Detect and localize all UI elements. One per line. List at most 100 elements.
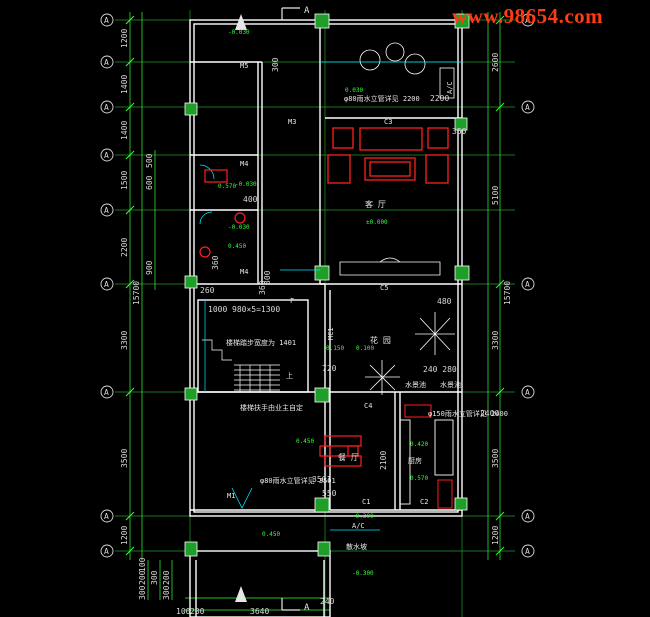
dim-1400b: 1400: [120, 121, 129, 140]
axis-right-2-letter: A: [525, 280, 530, 289]
dim-2100: 2100: [379, 451, 388, 470]
level-8: 0.450: [228, 243, 246, 250]
note-under-stair: 楼梯扶手由业主自定: [240, 403, 303, 412]
axis-left-1-letter: A: [104, 58, 109, 67]
level-10: 0.420: [410, 441, 428, 448]
label-C4: C4: [364, 402, 372, 410]
dim-1200: 1200: [120, 29, 129, 48]
dim-3501: 3501: [312, 475, 331, 484]
label-ac-2: A/C: [352, 522, 365, 530]
dim-small-300: 300: [138, 585, 147, 600]
level-13: 0.450: [262, 531, 280, 538]
section-label-bottom: A: [304, 603, 310, 613]
garden-plants: [365, 312, 455, 395]
dim-small-300b: 300: [150, 570, 159, 585]
dim-360b: 360: [258, 280, 267, 295]
label-M5: M5: [240, 62, 248, 70]
label-scupper: 散水坡: [346, 542, 367, 551]
toilet: [199, 169, 246, 258]
axis-left-6-letter: A: [104, 388, 109, 397]
axis-left-0-letter: A: [104, 16, 109, 25]
level-1: -0.030: [228, 29, 250, 36]
axis-right-0-circle: [521, 13, 535, 27]
axis-left-0-circle: [100, 13, 114, 27]
axis-right-5-circle: [521, 544, 535, 558]
dim-small-100: 100: [138, 557, 147, 572]
axis-left-3-circle: [100, 148, 114, 162]
door-swings: [199, 164, 253, 509]
dim-240-280: 240 280: [423, 365, 457, 374]
dim-b-3640: 3640: [250, 607, 269, 616]
label-C1: C1: [362, 498, 370, 506]
dim-1400a: 1400: [120, 75, 129, 94]
dim-3500: 3500: [120, 449, 129, 468]
section-markers: [235, 14, 247, 602]
label-C3: C3: [384, 118, 392, 126]
dimension-lines: [129, 12, 501, 611]
axis-left-6-circle: [100, 385, 114, 399]
axis-right-1-circle: [521, 100, 535, 114]
level-12: -0.300: [352, 570, 374, 577]
axis-left-5-letter: A: [104, 280, 109, 289]
dim-r-1200: 1200: [491, 526, 500, 545]
armchairs: [339, 42, 455, 276]
dim-1200b: 1200: [120, 526, 129, 545]
note-stair: 楼梯踏步宽度为 1401: [226, 338, 296, 347]
dim-small-200: 200: [138, 570, 147, 585]
label-up: 上: [286, 371, 293, 380]
section-cut-lines: [281, 7, 300, 611]
dim-r-15700: 15700: [503, 281, 512, 305]
columns: [184, 13, 470, 557]
axis-right-3-circle: [521, 385, 535, 399]
room-garden: 花 园: [370, 335, 391, 345]
dim-500: 500: [145, 153, 154, 168]
level-5: 0.150: [326, 345, 344, 352]
axis-left-2-circle: [100, 100, 114, 114]
dim-400: 400: [243, 195, 258, 204]
label-MC1: MC1: [327, 327, 335, 340]
level-15: -0.300: [352, 513, 374, 520]
cyan-guides: [204, 61, 462, 531]
label-C2: C2: [420, 498, 428, 506]
dim-300b: 300: [263, 270, 272, 285]
level-3: ±0.000: [366, 219, 388, 226]
label-M4a: M4: [240, 160, 248, 168]
level-6: 0.100: [356, 345, 374, 352]
dim-720: 720: [322, 364, 337, 373]
dim-480: 480: [437, 297, 452, 306]
note-drain-1: φ80雨水立管详见 2200: [344, 94, 420, 103]
axis-right-4-circle: [521, 509, 535, 523]
axis-right-4-letter: A: [525, 512, 530, 521]
level-9: 0.570: [218, 183, 236, 190]
dim-r-3300: 3300: [491, 331, 500, 350]
level-2: 0.030: [345, 87, 363, 94]
dim-15700-left: 15700: [132, 281, 141, 305]
label-M3: M3: [288, 118, 296, 126]
kitchen-fixtures: [404, 404, 453, 509]
dim-1000: 1000: [208, 305, 227, 314]
axis-right-0-letter: A: [525, 16, 530, 25]
room-kitchen: 厨房: [408, 456, 422, 465]
dim-b-240: 240: [320, 597, 335, 606]
dining-table: [319, 435, 362, 467]
label-C5: C5: [380, 284, 388, 292]
axis-left-1-circle: [100, 55, 114, 69]
axis-left-4-circle: [100, 203, 114, 217]
level-7: 0.450: [296, 438, 314, 445]
axis-left-4-letter: A: [104, 206, 109, 215]
dim-900: 900: [145, 260, 154, 275]
room-dining: 餐 厅: [338, 453, 359, 462]
dim-r-5100: 5100: [491, 186, 500, 205]
axis-right-1-letter: A: [525, 103, 530, 112]
axis-left-8-circle: [100, 544, 114, 558]
level-4: -0.030: [235, 181, 257, 188]
dim-r-3500: 3500: [491, 449, 500, 468]
dim-360: 360: [211, 255, 220, 270]
dim-600: 600: [145, 175, 154, 190]
label-M1: M1: [227, 492, 235, 500]
axis-left-5-circle: [100, 277, 114, 291]
room-living: 客 厅: [365, 199, 386, 209]
dim-2400: 2400: [480, 409, 499, 418]
